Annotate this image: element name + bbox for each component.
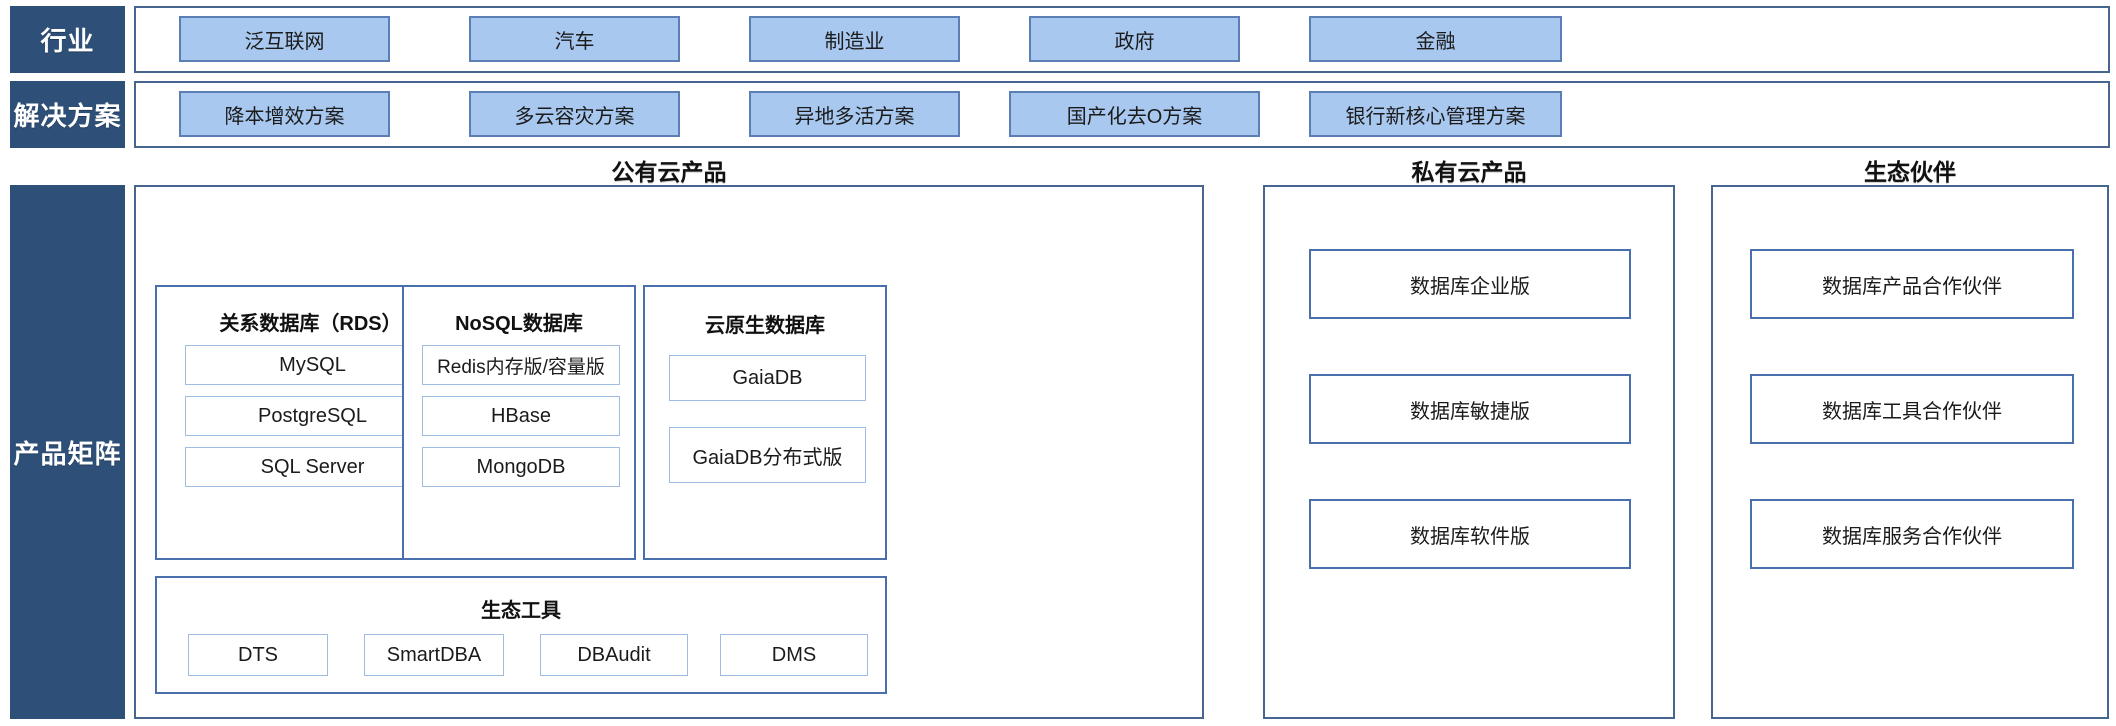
private-cloud-item-0[interactable]: 数据库企业版: [1309, 249, 1631, 319]
solution-chip-3-label: 国产化去O方案: [1066, 105, 1203, 128]
group-rds-item-2-label: SQL Server: [260, 455, 365, 478]
group-nosql-item-0-label: Redis内存版/容量版: [437, 356, 605, 378]
group-nosql-item-2-label: MongoDB: [476, 455, 566, 478]
industry-chip-0[interactable]: 泛互联网: [179, 16, 390, 62]
group-nosql: NoSQL数据库 Redis内存版/容量版 HBase MongoDB: [402, 285, 636, 560]
column-header-private-cloud: 私有云产品: [1263, 153, 1675, 187]
ecosystem-item-0-label: 数据库产品合作伙伴: [1822, 275, 2002, 298]
industry-chip-4[interactable]: 金融: [1309, 16, 1562, 62]
solution-panel: 降本增效方案 多云容灾方案 异地多活方案 国产化去O方案 银行新核心管理方案: [134, 81, 2110, 148]
industry-chip-1-label: 汽车: [554, 30, 595, 53]
solution-chip-2[interactable]: 异地多活方案: [749, 91, 960, 137]
group-nosql-item-1-label: HBase: [490, 404, 552, 427]
private-cloud-panel: 数据库企业版 数据库敏捷版 数据库软件版: [1263, 185, 1675, 719]
group-eco-tools-item-0[interactable]: DTS: [188, 634, 328, 676]
column-header-public-cloud-text: 公有云产品: [611, 159, 727, 185]
private-cloud-item-0-label: 数据库企业版: [1410, 275, 1530, 298]
group-cloud-native-title: 云原生数据库: [705, 315, 825, 337]
public-cloud-panel: 关系数据库（RDS） MySQL PostgreSQL SQL Server N…: [134, 185, 1204, 719]
group-eco-tools: 生态工具 DTS SmartDBA DBAudit DMS: [155, 576, 887, 694]
group-nosql-item-2[interactable]: MongoDB: [422, 447, 620, 487]
solution-chip-0-label: 降本增效方案: [224, 105, 345, 128]
industry-chip-1[interactable]: 汽车: [469, 16, 680, 62]
column-header-public-cloud: 公有云产品: [134, 153, 1204, 187]
row-label-solution: 解决方案: [10, 81, 125, 148]
solution-chip-0[interactable]: 降本增效方案: [179, 91, 390, 137]
solution-chip-4[interactable]: 银行新核心管理方案: [1309, 91, 1562, 137]
group-eco-tools-item-1-label: SmartDBA: [386, 643, 482, 666]
group-cloud-native-item-0[interactable]: GaiaDB: [669, 355, 866, 401]
group-nosql-item-1[interactable]: HBase: [422, 396, 620, 436]
ecosystem-item-0[interactable]: 数据库产品合作伙伴: [1750, 249, 2074, 319]
column-header-private-cloud-text: 私有云产品: [1411, 159, 1527, 185]
industry-chip-3[interactable]: 政府: [1029, 16, 1240, 62]
group-rds-item-1[interactable]: PostgreSQL: [185, 396, 440, 436]
industry-chip-2[interactable]: 制造业: [749, 16, 960, 62]
group-nosql-title: NoSQL数据库: [455, 313, 583, 335]
ecosystem-panel: 数据库产品合作伙伴 数据库工具合作伙伴 数据库服务合作伙伴: [1711, 185, 2109, 719]
group-eco-tools-item-0-label: DTS: [238, 643, 278, 666]
group-rds-item-0[interactable]: MySQL: [185, 345, 440, 385]
industry-panel: 泛互联网 汽车 制造业 政府 金融: [134, 6, 2110, 73]
group-cloud-native-item-0-label: GaiaDB: [732, 366, 803, 389]
group-cloud-native-item-1-label: GaiaDB分布式版: [692, 446, 843, 469]
group-eco-tools-title: 生态工具: [481, 600, 561, 622]
industry-chip-0-label: 泛互联网: [244, 30, 325, 53]
solution-chip-1-label: 多云容灾方案: [514, 105, 635, 128]
column-header-ecosystem: 生态伙伴: [1711, 153, 2109, 187]
group-rds-item-1-label: PostgreSQL: [258, 404, 367, 427]
solution-chip-2-label: 异地多活方案: [794, 105, 915, 128]
industry-chip-2-label: 制造业: [824, 30, 885, 53]
solution-chip-3[interactable]: 国产化去O方案: [1009, 91, 1260, 137]
group-eco-tools-item-2[interactable]: DBAudit: [540, 634, 688, 676]
private-cloud-item-2[interactable]: 数据库软件版: [1309, 499, 1631, 569]
group-eco-tools-item-2-label: DBAudit: [577, 643, 651, 666]
ecosystem-item-2-label: 数据库服务合作伙伴: [1822, 525, 2002, 548]
ecosystem-item-2[interactable]: 数据库服务合作伙伴: [1750, 499, 2074, 569]
group-eco-tools-item-3[interactable]: DMS: [720, 634, 868, 676]
row-label-product-matrix: 产品矩阵: [10, 185, 125, 719]
column-header-ecosystem-text: 生态伙伴: [1864, 159, 1956, 185]
group-eco-tools-item-1[interactable]: SmartDBA: [364, 634, 504, 676]
group-nosql-item-0[interactable]: Redis内存版/容量版: [422, 345, 620, 385]
ecosystem-item-1-label: 数据库工具合作伙伴: [1822, 400, 2002, 423]
ecosystem-item-1[interactable]: 数据库工具合作伙伴: [1750, 374, 2074, 444]
solution-chip-1[interactable]: 多云容灾方案: [469, 91, 680, 137]
row-label-industry: 行业: [10, 6, 125, 73]
row-label-product-matrix-text: 产品矩阵: [13, 438, 122, 469]
industry-chip-3-label: 政府: [1114, 30, 1155, 53]
group-rds-item-0-label: MySQL: [279, 353, 346, 376]
group-rds-title: 关系数据库（RDS）: [219, 313, 402, 335]
solution-chip-4-label: 银行新核心管理方案: [1345, 105, 1526, 128]
group-cloud-native: 云原生数据库 GaiaDB GaiaDB分布式版: [643, 285, 887, 560]
private-cloud-item-2-label: 数据库软件版: [1410, 525, 1530, 548]
row-label-solution-text: 解决方案: [13, 101, 122, 131]
group-eco-tools-item-3-label: DMS: [771, 643, 817, 666]
group-rds-item-2[interactable]: SQL Server: [185, 447, 440, 487]
row-label-industry-text: 行业: [40, 26, 95, 56]
group-cloud-native-item-1[interactable]: GaiaDB分布式版: [669, 427, 866, 483]
private-cloud-item-1[interactable]: 数据库敏捷版: [1309, 374, 1631, 444]
industry-chip-4-label: 金融: [1415, 30, 1456, 53]
private-cloud-item-1-label: 数据库敏捷版: [1410, 400, 1530, 423]
